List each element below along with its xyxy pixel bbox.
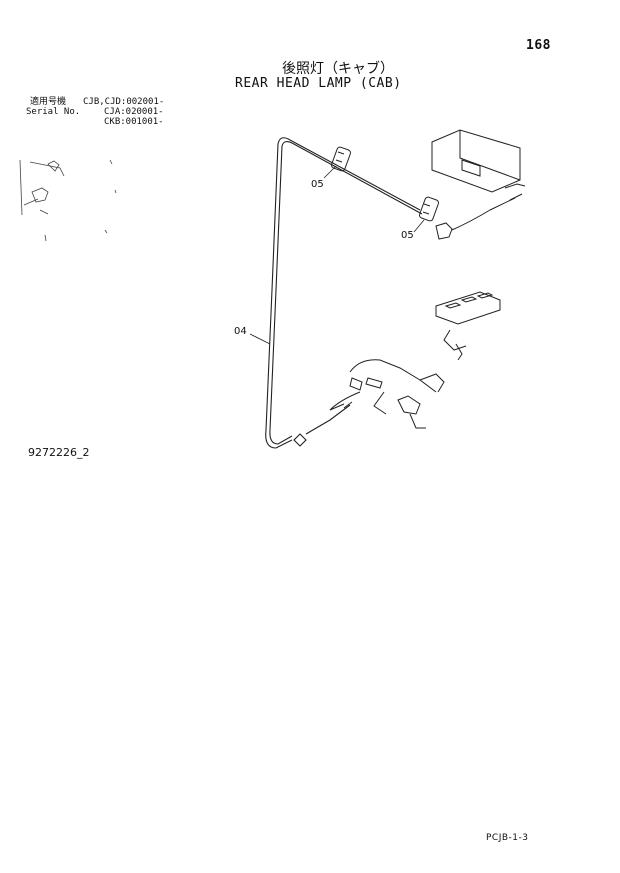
lamp-clip-lower [419,196,439,222]
callout-05-upper: 05 [311,179,324,190]
callout-05-lower: 05 [401,230,414,241]
serial-range-2: CJA:020001- [104,107,164,117]
serial-label-japanese: 適用号機 [30,97,67,107]
serial-range-1: CJB,CJD:002001- [83,97,165,107]
title-english: REAR HEAD LAMP (CAB) [235,76,402,91]
callout-leaders [249,165,425,345]
title-japanese: 後照灯（キャブ） [282,61,394,77]
harness-wire [265,137,423,449]
footer-code: PCJB-1-3 [486,833,529,843]
illustration-code: 9272226_2 [28,446,90,459]
switch-panel [435,291,501,361]
serial-label-english: Serial No. [26,107,81,117]
machine-location-thumbnail [19,159,117,242]
callout-04: 04 [234,326,247,337]
cab-harness-assembly [329,359,445,429]
serial-range-3: CKB:001001- [104,117,164,127]
rear-lamp-housing [431,129,526,201]
page-number: 168 [526,38,551,53]
lamp-clip-upper [331,146,351,172]
connector [435,197,516,240]
